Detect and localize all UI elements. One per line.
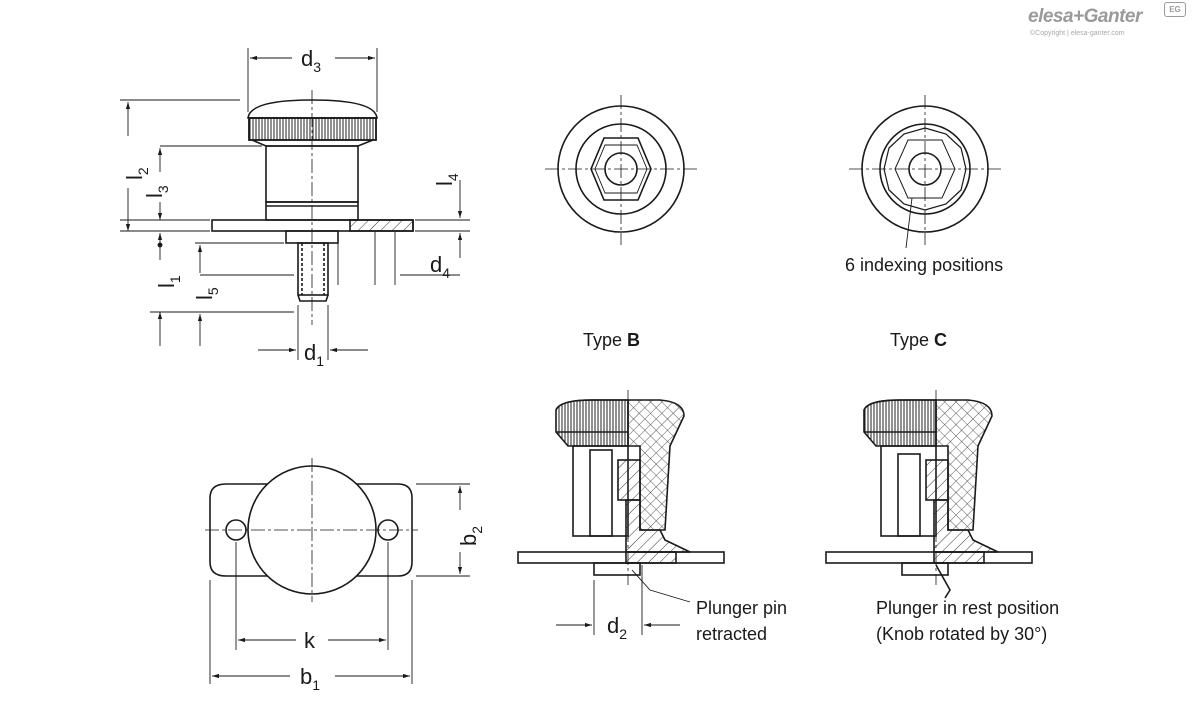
section-type-c <box>825 390 1033 599</box>
indexing-positions-label: 6 indexing positions <box>845 255 1003 275</box>
dim-l5: l5 <box>192 287 221 300</box>
dim-d1: d1 <box>304 340 324 369</box>
section-type-b <box>517 390 725 585</box>
dim-k: k <box>304 628 316 653</box>
dimension-labels: d3 d1 d4 d2 l2 l3 l4 l1 l5 k b1 b2 <box>122 46 627 693</box>
plunger-retracted-line1: Plunger pin <box>696 598 787 618</box>
plunger-rest-line2: (Knob rotated by 30°) <box>876 624 1047 644</box>
brand-logo: elesa+Ganter ©Copyright | elesa-ganter.c… <box>1028 2 1188 42</box>
dim-b2: b2 <box>456 526 485 546</box>
side-view <box>211 90 414 325</box>
plan-view <box>205 458 418 602</box>
plunger-rest-line1: Plunger in rest position <box>876 598 1059 618</box>
type-b-label: Type B <box>583 330 640 350</box>
top-view-type-b <box>545 95 697 245</box>
annotation-labels: Type B Type C 6 indexing positions Plung… <box>583 255 1059 644</box>
dim-b1: b1 <box>300 664 320 693</box>
dim-l4: l4 <box>432 173 461 186</box>
dim-l2: l2 <box>122 167 151 180</box>
dim-d2: d2 <box>607 613 627 642</box>
dim-l1: l1 <box>154 275 183 288</box>
plan-view-dimensions <box>209 483 470 684</box>
brand-mark-icon: EG <box>1164 2 1186 17</box>
dim-d3: d3 <box>301 46 321 75</box>
plunger-retracted-line2: retracted <box>696 624 767 644</box>
dim-d4: d4 <box>430 252 450 281</box>
section-b-dimensions <box>556 565 691 635</box>
type-c-label: Type C <box>890 330 947 350</box>
top-view-type-c <box>849 95 1001 249</box>
dim-l3: l3 <box>142 185 171 198</box>
brand-name: elesa+Ganter <box>1028 6 1142 27</box>
side-view-dimensions <box>120 48 470 360</box>
brand-copyright: ©Copyright | elesa-ganter.com <box>1030 30 1125 37</box>
